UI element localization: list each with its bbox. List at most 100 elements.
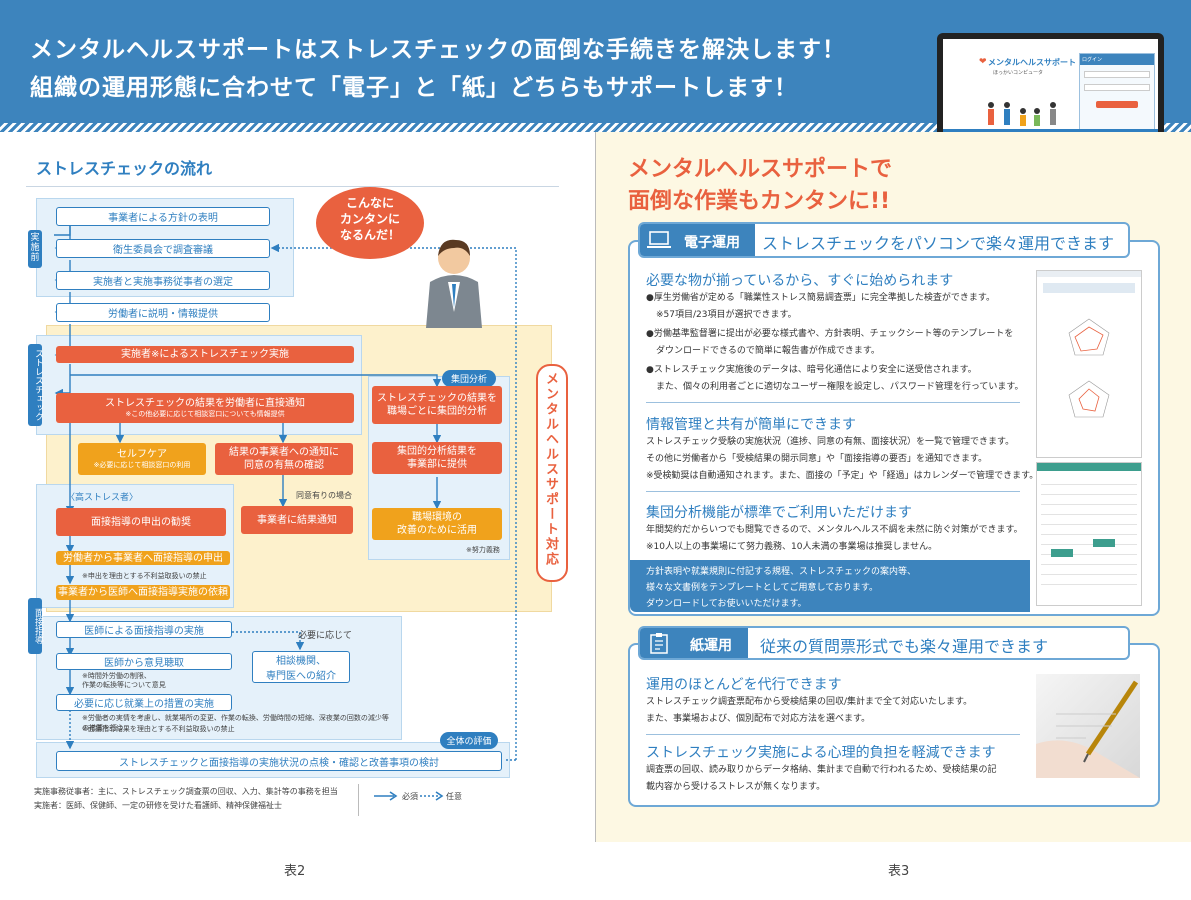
support-label: メンタルヘルスサポート対応 [543,372,558,567]
side-tab-pre: 実施前 [28,230,42,268]
measures-note-1: ※労働者の実情を考慮し、就業場所の変更、作業の転換、労働時間の短縮、深夜業の回数… [82,714,389,732]
side-tab-interview: 面接指導 [28,598,43,654]
radar-charts [1068,318,1110,418]
speech-bubble: こんなに カンタンに なるんだ！ [316,187,424,259]
request-box: 労働者から事業者へ面接指導の申出 [56,551,230,565]
electronic-p1a: ●厚生労働省が定める「職業性ストレス簡易調査票」に完全準拠した検査ができます。 [646,293,995,303]
paper-h2: ストレスチェック実施による心理的負担を軽減できます [646,745,996,761]
step-select: 実施者と実施事務従事者の選定 [56,271,270,290]
measures-box: 必要に応じ就業上の措置の実施 [56,694,232,711]
flow-title: ストレスチェックの流れ [36,159,213,178]
legend-optional-arrow [420,791,444,801]
laptop-icon [647,231,671,248]
legend-required-arrow [374,791,398,801]
paper-p1a: ストレスチェック調査票配布から受検結果の回収/集計まで全て対応いたします。 [646,697,973,707]
legend-optional: 任意 [446,792,462,801]
consent-box: 結果の事業者への通知に 同意の有無の確認 [215,443,353,475]
consent-case: 同意有りの場合 [296,491,352,500]
paper-p1b: また、事業場および、個別配布で対応方法を選べます。 [646,714,871,724]
screenshot-chart-header [1043,283,1135,293]
template-band [630,560,1030,612]
step-explain: 労働者に説明・情報提供 [56,303,270,322]
calendar-grid [1041,475,1137,593]
paper-p2a: 調査票の回収、読み取りからデータ格納、集計まで自動で行われるため、受検結果の記 [646,765,997,775]
electronic-title: ストレスチェックをパソコンで楽々運用できます [762,234,1115,253]
consult-box: 相談機関、 専門医への紹介 [252,651,350,683]
screenshot-calendar [1036,462,1142,606]
calendar-event-2 [1093,539,1115,547]
overall-tag: 全体の評価 [440,732,498,749]
template-band-2: 様々な文書例をテンプレートとしてご用意しております。 [646,583,879,593]
step-policy: 事業者による方針の表明 [56,207,270,226]
step-committee: 衛生委員会で調査審議 [56,239,270,258]
legend-required: 必須 [402,792,418,801]
electronic-label: 電子運用 [684,235,740,251]
electronic-h1: 必要な物が揃っているから、すぐに始められます [646,273,954,289]
electronic-p3a: 年間契約だからいつでも閲覧できるので、メンタルヘルス不調を未然に防ぐ対策ができま… [646,525,1023,535]
electronic-divider-2 [646,491,1020,492]
paper-clipboard-icon [650,633,668,654]
footer-area [0,842,1191,900]
measures-note-2: ※面接指導結果を理由とする不利益取扱いの禁止 [82,725,235,733]
legend-note-1: 実施事務従事者：主に、ストレスチェック調査票の回収、入力、集計等の事務を担当 [34,787,338,796]
opinion-box: 医師から意見聴取 [56,653,232,670]
flow-connectors [54,224,517,761]
electronic-p2b: その他に労働者から「受検結果の開示同意」や「面接指導の要否」を通知できます。 [646,454,988,464]
electronic-p1e: ●ストレスチェック実施後のデータは、暗号化通信により安全に送受信されます。 [646,365,977,375]
step-notify-worker-note: ※この他必要に応じて相談窓口についても情報提供 [125,409,285,418]
electronic-p2c: ※受検勧奨は自動通知されます。また、面接の「予定」や「経過」はカレンダーで管理で… [646,471,1039,481]
support-frame [536,364,568,582]
electronic-p3b: ※10人以上の事業場にて努力義務、10人未満の事業場は推奨しません。 [646,542,938,552]
login-panel: ログイン [1079,53,1155,131]
group-provide-box: 集団的分析結果を 事業部に提供 [372,442,502,474]
calendar-event-1 [1051,549,1073,557]
step-conduct: 実施者※によるストレスチェック実施 [56,346,354,363]
request-doctor-box: 事業者から医師へ面接指導実施の依頼 [56,585,230,600]
people-illustration [988,102,1056,126]
as-needed-label: 必要に応じて [298,631,353,641]
group-analysis-box: ストレスチェックの結果を 職場ごとに集団的分析 [372,386,502,424]
electronic-h2: 情報管理と共有が簡単にできます [646,417,856,433]
screenshot-chart [1036,270,1142,458]
group-improve-box: 職場環境の 改善のために活用 [372,508,502,540]
calendar-top-bar [1037,463,1141,471]
banner-line-2: 組織の運用形態に合わせて「電子」と「紙」どちらもサポートします！ [30,75,798,101]
opinion-note: ※時間外労働の制限、 作業の転換等について意見 [82,672,166,690]
legend-divider [358,784,359,816]
effort-note: ※努力義務 [466,546,500,554]
paper-divider [646,734,1020,735]
businessman-illustration [426,239,482,328]
footer-left-label: 表2 [284,864,306,879]
password-field[interactable] [1084,84,1150,91]
pen-illustration [1036,680,1140,778]
high-stress-label: 〈高ストレス者〉 [66,493,139,503]
side-tab-sc: ストレスチェック [28,344,43,426]
step-notify-worker-text: ストレスチェックの結果を労働者に直接通知 [105,397,305,409]
paper-p2b: 載内容から受けるストレスが無くなります。 [646,782,826,792]
selfcare-note: ※必要に応じて相談窓口の利用 [93,460,191,469]
legend-note-2: 実施者：医師、保健師、一定の研修を受けた看護師、精神保健福祉士 [34,801,282,810]
group-analysis-tag: 集団分析 [442,370,496,387]
banner-line-1: メンタルヘルスサポートはストレスチェックの面倒な手続きを解決します！ [30,37,846,63]
login-field[interactable] [1084,71,1150,78]
notify-employer-box: 事業者に結果通知 [241,506,353,534]
paper-label: 紙運用 [690,638,732,654]
monitor-sub: ほっかいコンピュータ [993,70,1044,76]
heart-icon: ❤ [979,57,987,67]
request-note: ※申出を理由とする不利益取扱いの禁止 [82,572,207,580]
right-headline-1: メンタルヘルスサポートで [628,157,893,182]
electronic-divider-1 [646,402,1020,403]
title-rule [26,186,559,187]
paper-h1: 運用のほとんどを代行できます [646,677,842,693]
electronic-h3: 集団分析機能が標準でご利用いただけます [646,505,912,521]
login-button[interactable] [1096,101,1138,108]
electronic-p1c: ●労働基準監督署に提出が必要な様式書や、方針表明、チェックシート等のテンプレート… [646,329,1014,339]
login-panel-title: ログイン [1080,54,1154,65]
right-headline-2: 面倒な作業もカンタンに!! [628,189,891,214]
step-notify-worker: ストレスチェックの結果を労働者に直接通知 ※この他必要に応じて相談窓口についても… [56,393,354,423]
template-band-3: ダウンロードしてお使いいただけます。 [646,599,807,609]
screenshot-chart-bar [1037,271,1141,277]
monitor-brand: メンタルヘルスサポート [988,58,1076,67]
doctor-interview-box: 医師による面接指導の実施 [56,621,232,638]
writing-photo [1036,674,1140,778]
